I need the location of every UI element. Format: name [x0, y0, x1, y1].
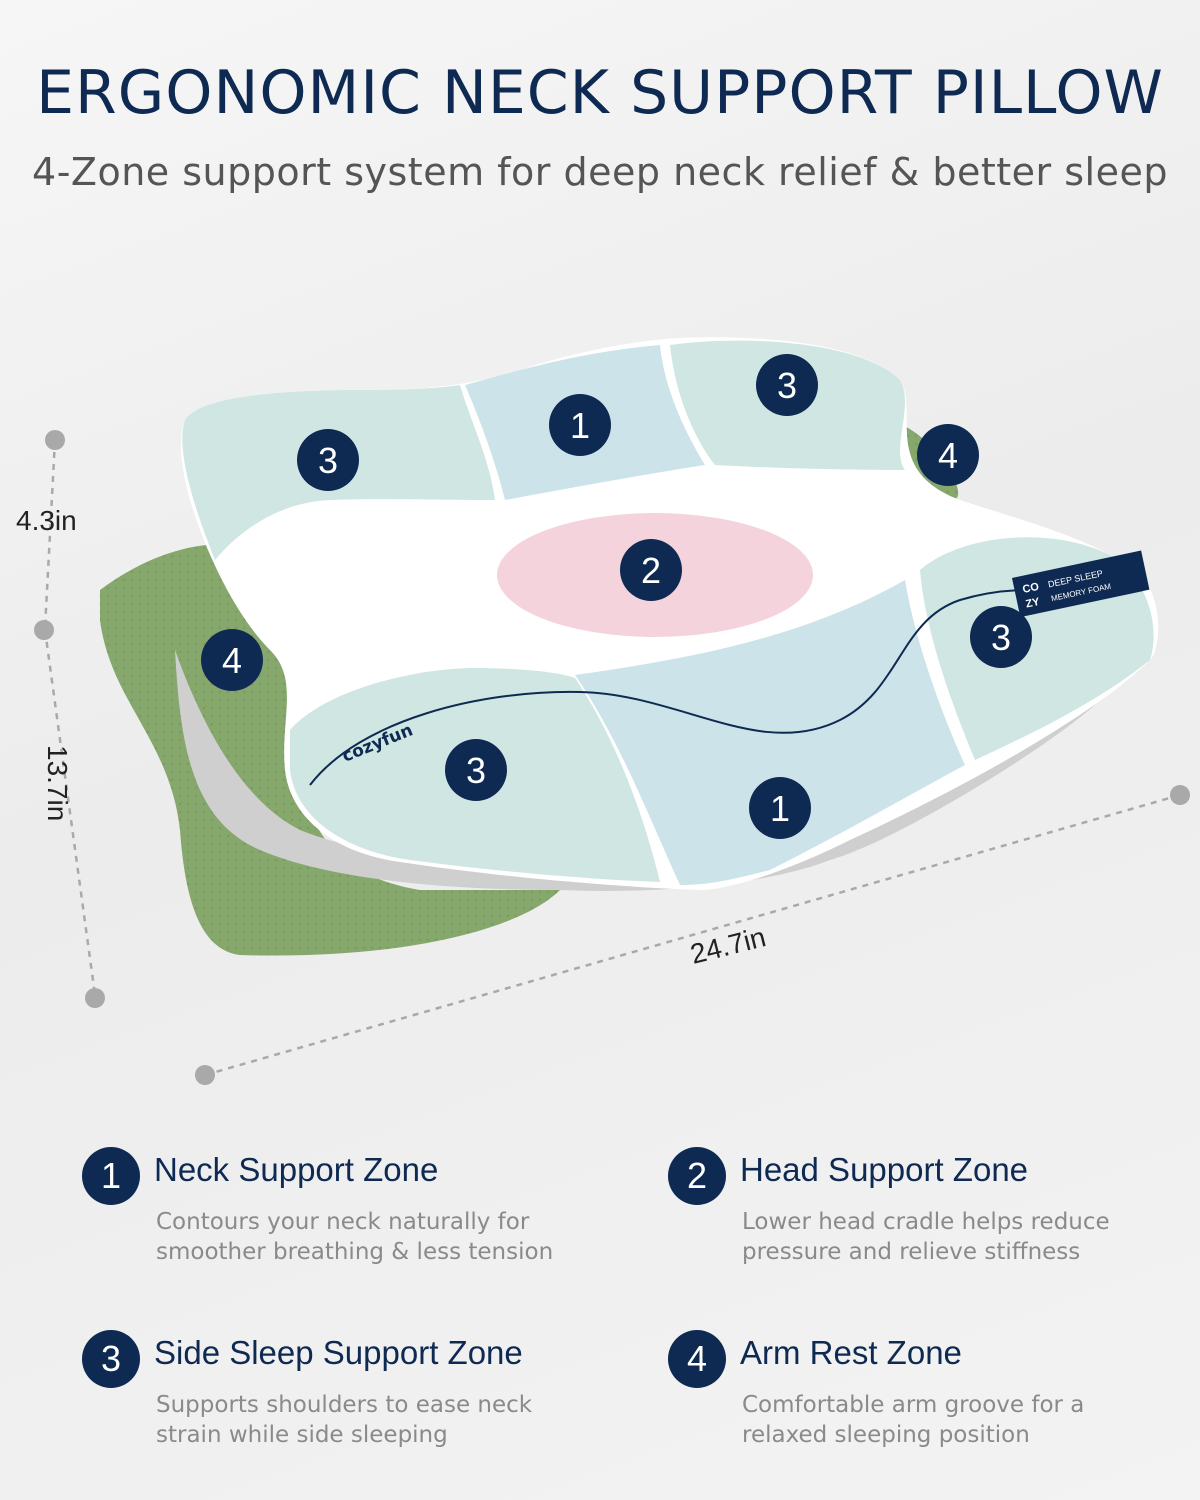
feature-description: Comfortable arm groove for a relaxed sle… [742, 1392, 1085, 1448]
svg-text:4: 4 [222, 640, 242, 681]
height-label: 4.3in [16, 505, 77, 536]
dimension-lines [43, 439, 1181, 1077]
feature-title: Arm Rest Zone [740, 1334, 962, 1371]
page-subtitle: 4-Zone support system for deep neck reli… [32, 150, 1168, 194]
feature-badge: 3 [82, 1330, 140, 1388]
marker-2-head: 2 [620, 539, 682, 601]
feature-badge: 2 [668, 1147, 726, 1205]
feature-badge: 1 [82, 1147, 140, 1205]
svg-text:3: 3 [777, 365, 797, 406]
depth-label: 13.7in [42, 745, 73, 822]
pillow-illustration: CO ZY DEEP SLEEP MEMORY FOAM cozyfun 3 1… [34, 340, 1190, 1085]
marker-3-right: 3 [970, 606, 1032, 668]
pillow-base [175, 650, 1106, 891]
brand-tag: CO ZY DEEP SLEEP MEMORY FOAM [1012, 550, 1150, 618]
tag-logo-bottom: ZY [1025, 596, 1042, 611]
feature-description: Lower head cradle helps reduce pressure … [742, 1209, 1110, 1265]
marker-3-top-right: 3 [756, 354, 818, 416]
tag-logo-top: CO [1021, 581, 1040, 596]
feature-badge: 4 [668, 1330, 726, 1388]
svg-text:1: 1 [570, 405, 590, 446]
svg-text:3: 3 [991, 617, 1011, 658]
zone-markers: 3 1 3 4 2 4 3 3 1 [201, 354, 1032, 839]
svg-text:3: 3 [318, 440, 338, 481]
marker-1-top: 1 [549, 394, 611, 456]
feature-description: Supports shoulders to ease neck strain w… [156, 1392, 533, 1448]
feature-title: Side Sleep Support Zone [154, 1334, 523, 1371]
svg-text:4: 4 [938, 435, 958, 476]
feature-description: Contours your neck naturally for smoothe… [156, 1209, 554, 1265]
svg-text:2: 2 [641, 550, 661, 591]
marker-3-bottom-left: 3 [445, 739, 507, 801]
marker-4-right: 4 [917, 424, 979, 486]
svg-text:1: 1 [770, 788, 790, 829]
feature-title: Neck Support Zone [154, 1151, 439, 1188]
marker-1-bottom: 1 [749, 777, 811, 839]
seam-line [309, 589, 1081, 786]
svg-text:3: 3 [466, 750, 486, 791]
marker-3-top-left: 3 [297, 429, 359, 491]
page-title: ERGONOMIC NECK SUPPORT PILLOW [36, 58, 1164, 128]
feature-title: Head Support Zone [740, 1151, 1029, 1188]
marker-4-left: 4 [201, 629, 263, 691]
dimension-endpoints [34, 430, 1190, 1085]
